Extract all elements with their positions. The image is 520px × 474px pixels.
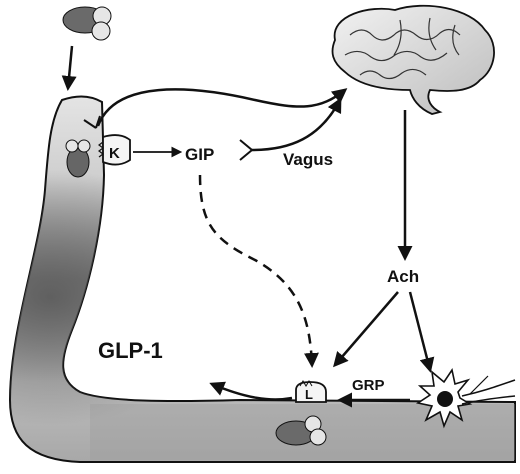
food-particle-icon (62, 6, 112, 41)
nutrient-cluster-bottom-icon (275, 415, 327, 446)
k-cell-label: K (109, 145, 120, 162)
vagus-label: Vagus (283, 150, 333, 169)
vagus-nerve-ending (239, 139, 254, 161)
neuron-icon (415, 367, 516, 429)
glp1-label: GLP-1 (98, 338, 163, 363)
gip-to-l-cell-dashed-arrow (198, 174, 319, 368)
food-entry-arrow (61, 45, 77, 91)
nutrient-cluster-icon (65, 139, 91, 178)
ach-to-l-cell-arrow (333, 291, 399, 368)
vagus-to-brain-arrow (251, 97, 342, 152)
k-cell: K (98, 134, 131, 166)
ach-to-neuron-arrow (408, 291, 435, 373)
gip-label: GIP (185, 145, 214, 164)
afferent-nerve-ending (83, 115, 101, 129)
ach-label: Ach (387, 267, 419, 286)
gut-to-brain-arrow (96, 88, 348, 127)
l-cell: L (295, 380, 327, 403)
grp-label: GRP (352, 377, 385, 394)
brain-icon (331, 4, 495, 115)
glp1-release-arrow (209, 381, 293, 401)
l-cell-label: L (305, 387, 313, 402)
